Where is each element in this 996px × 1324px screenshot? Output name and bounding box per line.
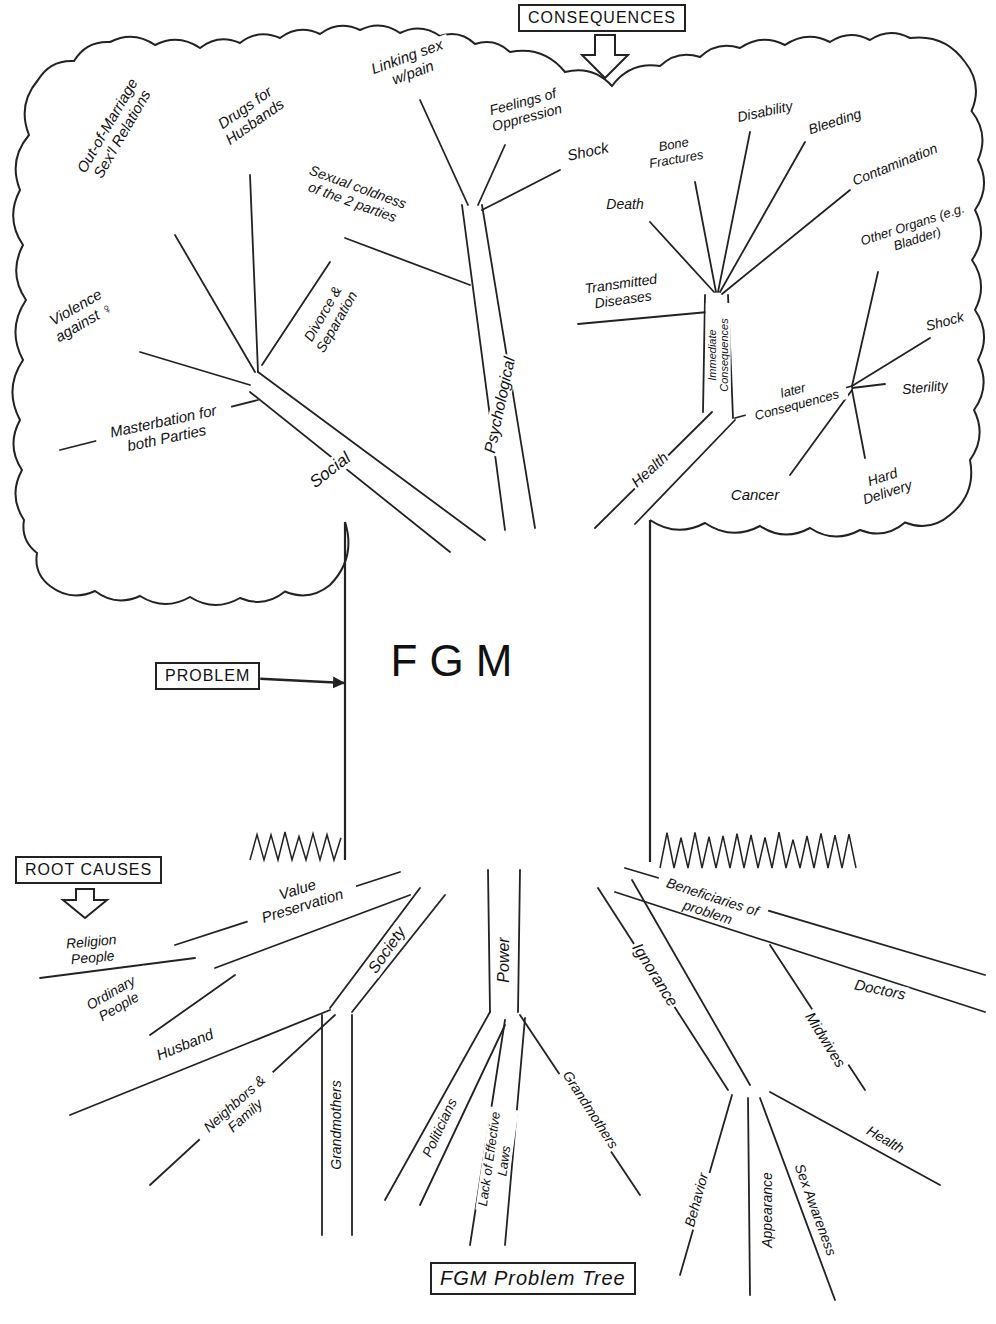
branch-label: Drugs for Husbands (198, 71, 302, 158)
branch-label: Death (604, 197, 645, 213)
branch-line (852, 384, 885, 388)
branch-label: Religion People (49, 931, 135, 970)
node-text: PROBLEM (165, 667, 250, 684)
branch-label: Midwives (800, 1008, 849, 1073)
branch-label: Appearance (760, 1170, 776, 1250)
branch-line (748, 1098, 750, 1295)
node-text: FGM (391, 636, 525, 686)
node-text: ROOT CAUSES (25, 861, 152, 878)
branch-line (852, 272, 878, 386)
branch-line (520, 1015, 640, 1195)
trunk-line (344, 522, 346, 860)
branch-line (345, 238, 470, 285)
branch-line (680, 1095, 732, 1275)
branch-line (760, 1098, 835, 1300)
branch-label: Bone Fractures (634, 131, 717, 173)
branch-label: Violence against ♀ (35, 279, 125, 350)
branch-line (852, 338, 930, 386)
grass-tuft (250, 832, 341, 860)
branch-line (70, 1010, 330, 1115)
branch-line (695, 182, 716, 292)
branch-line (852, 390, 865, 458)
branch-line (625, 868, 985, 975)
branch-line (321, 1015, 323, 1235)
branch-line (720, 142, 805, 292)
branch-line (175, 235, 255, 372)
branch-label: Health (862, 1122, 908, 1158)
branch-label: Other Organs (e.g. Bladder) (854, 200, 976, 264)
branch-label: Out-of-Marriage Sex'l Relations (68, 66, 162, 195)
node-text: CONSEQUENCES (528, 9, 676, 26)
trunk-problem: FGM (345, 522, 650, 860)
branch-line (330, 888, 420, 1008)
arrow-connector (260, 679, 345, 683)
branch-label: Linking sex w/pain (362, 34, 457, 96)
branch-line (385, 1012, 490, 1200)
branch-line (150, 1015, 335, 1185)
branch-label: Sexual coldness of the 2 parties (294, 160, 417, 230)
branch-label: Immediate Consequences (706, 303, 731, 407)
hollow-arrow (63, 889, 107, 918)
branch-line (250, 175, 258, 372)
canopy-outline (12, 25, 984, 605)
label-box: PROBLEM (155, 662, 260, 690)
branch-line (595, 412, 712, 528)
branch-label: Feelings of Oppression (473, 82, 577, 138)
branch-line (140, 352, 250, 385)
branch-line (578, 312, 708, 324)
branch-line (722, 190, 850, 294)
branch-label: Cancer (729, 487, 781, 504)
grass-tuft (660, 832, 856, 868)
branch-line (420, 100, 468, 205)
branch-line (351, 1015, 353, 1235)
branch-label: Neighbors & Family (193, 1065, 288, 1155)
branch-label: Hard Delivery (845, 459, 925, 512)
branch-label: Sterility (899, 378, 950, 398)
branch-label: Psychological (481, 353, 520, 456)
branch-line (352, 895, 445, 1012)
branch-label: Ignorance (627, 938, 682, 1011)
label-box: ROOT CAUSES (15, 856, 162, 884)
branch-label: Shock (564, 139, 612, 165)
branch-label: Masterbation for both Parties (94, 399, 237, 461)
branch-label: Health (627, 448, 673, 492)
branch-line (150, 975, 235, 1035)
branch-line (615, 892, 985, 1012)
branch-line (482, 170, 560, 210)
label-box: CONSEQUENCES (518, 4, 686, 32)
branch-label: Beneficiaries of problem (651, 872, 769, 937)
branch-line (250, 392, 450, 552)
branch-label: Behavior (682, 1169, 712, 1230)
branch-label: Bleeding (805, 106, 865, 139)
branch-label: Grandmothers (329, 1078, 345, 1171)
branch-label: Transmitted Diseases (573, 270, 670, 314)
branch-label: Ordinary People (71, 965, 159, 1034)
branch-line (518, 870, 520, 1012)
branch-label: Doctors (851, 976, 909, 1004)
branch-label: Society (363, 922, 410, 979)
branch-label: Grandmothers (558, 1067, 622, 1154)
branch-line (258, 372, 485, 540)
branch-line (488, 870, 490, 1012)
branch-label: Shock (922, 309, 968, 335)
branch-label: Disability (734, 98, 796, 126)
branch-line (770, 945, 865, 1090)
node-text: FGM Problem Tree (440, 1267, 626, 1289)
label-box: FGM Problem Tree (430, 1262, 636, 1295)
branch-label: Contamination (848, 140, 941, 190)
branch-label: Power (495, 935, 513, 984)
branch-line (478, 145, 505, 205)
branch-label: Divorce & Separation (294, 272, 366, 365)
trunk-line (649, 520, 651, 862)
